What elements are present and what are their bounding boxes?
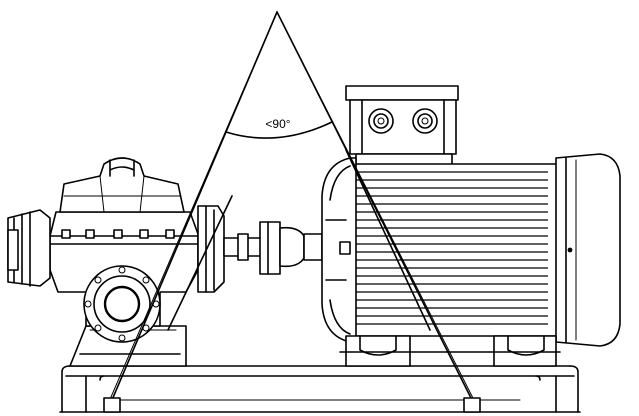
fan-cowl: [555, 153, 621, 347]
cooling-fins: [352, 171, 548, 325]
electric-motor: [321, 85, 621, 367]
terminal-box: [345, 85, 459, 167]
base-frame: [59, 365, 581, 413]
lifting-lug-right: [463, 397, 481, 413]
pump-nozzle-flange: [83, 265, 161, 343]
lifting-lug-left: [103, 397, 121, 413]
angle-label: <90°: [265, 117, 290, 131]
angle-annotation: <90°: [225, 117, 333, 139]
angle-arc: [225, 121, 333, 139]
shaft-coupling: [223, 221, 323, 275]
split-case-pump: [7, 157, 225, 367]
lifting-slings: [103, 11, 481, 413]
casing-bolts: [61, 229, 175, 239]
